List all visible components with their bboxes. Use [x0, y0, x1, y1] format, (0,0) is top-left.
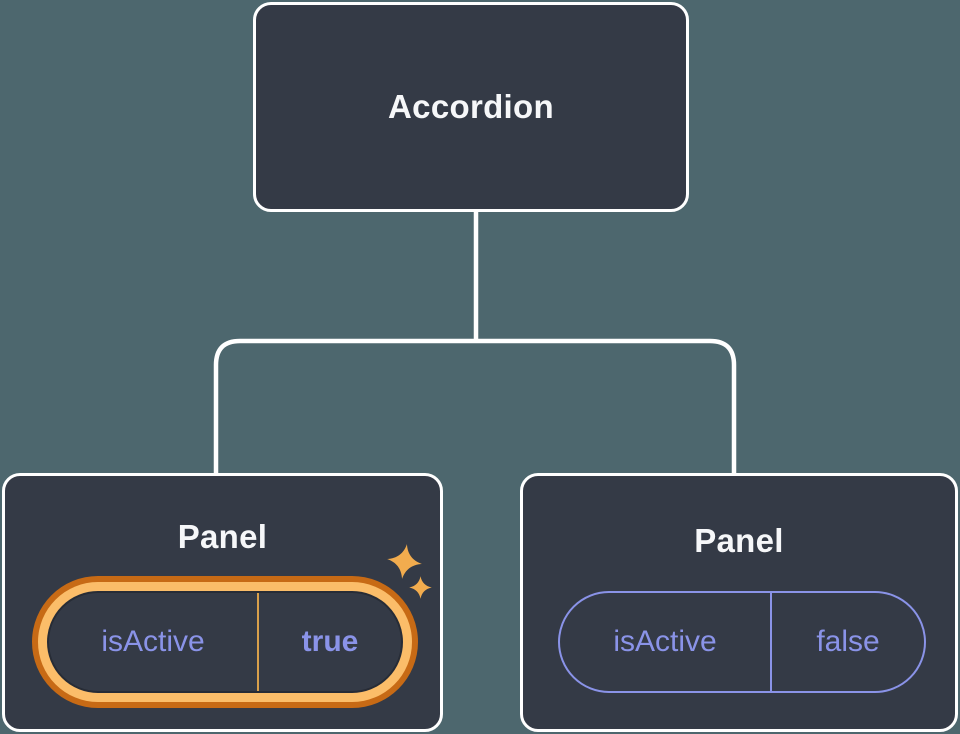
- node-panel-active-label: Panel: [177, 518, 268, 555]
- node-accordion-label: Accordion: [388, 88, 554, 125]
- state-name-label: isActive: [560, 593, 772, 691]
- node-panel-active: Panel isActive true: [2, 473, 443, 732]
- state-name-label: isActive: [49, 593, 259, 691]
- node-accordion: Accordion: [253, 2, 689, 212]
- state-value-label: true: [301, 625, 359, 658]
- sparkle-large-icon: [387, 544, 422, 579]
- node-panel-inactive: Panel isActive false: [520, 473, 958, 732]
- state-pill-active: isActive true: [47, 591, 403, 693]
- sparkle-small-icon: [409, 576, 432, 599]
- state-highlight-ring-inner: isActive true: [38, 582, 412, 702]
- state-value-label: false: [816, 625, 880, 658]
- connector-bracket: [213, 338, 737, 474]
- state-pill-inactive: isActive false: [558, 591, 926, 693]
- state-highlight-ring-outer: isActive true: [32, 576, 418, 708]
- node-panel-inactive-label: Panel: [694, 522, 784, 559]
